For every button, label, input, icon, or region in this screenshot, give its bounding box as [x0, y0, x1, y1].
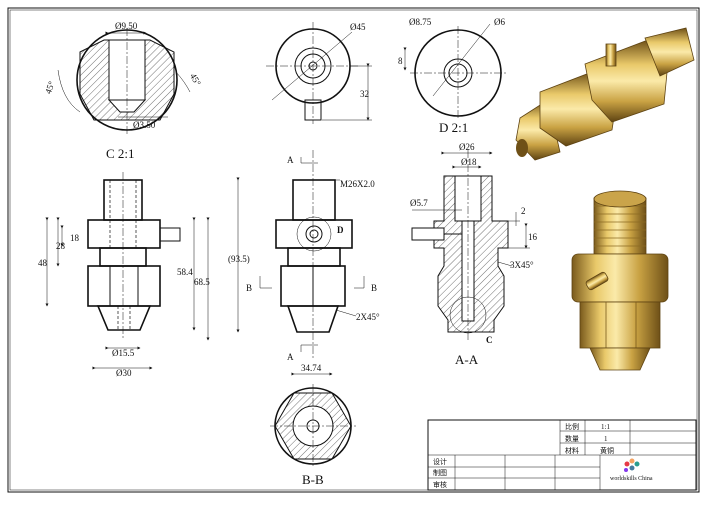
detail-d-dim-side: 8 [398, 56, 403, 66]
front-center-view: D A A B B M26X2.0 (93.5) 2X45° [228, 150, 380, 362]
fl-hex [87, 265, 161, 307]
fl-nozzle [159, 227, 181, 242]
aa-nozzle [411, 227, 445, 241]
fc-b-right-arrow [354, 276, 365, 289]
fl-dim-d155: Ø15.5 [112, 348, 135, 358]
fc-tip [286, 305, 340, 333]
bb-label: B-B [302, 472, 324, 487]
detail-d-dim-inner: Ø6 [494, 17, 505, 27]
tb-design-label: 设计 [433, 457, 447, 466]
fl-dim-d30: Ø30 [116, 368, 132, 378]
worldskills-logo: worldskills China [610, 458, 653, 482]
iso2-tip [589, 347, 651, 371]
fc-detail-d-circle [296, 216, 332, 252]
detail-c-view: Ø9.50 Ø3.50 45° 45° C 2:1 [43, 21, 203, 161]
detail-d-dim-outer: Ø8.75 [409, 17, 432, 27]
section-bb-view: 34.74 B-B [270, 363, 356, 487]
fc-nozzle-bore [309, 229, 319, 239]
fl-body [87, 219, 161, 249]
top-view-dim-dia: Ø45 [350, 22, 366, 32]
top-view-dim-height: 32 [360, 89, 369, 99]
aa-detail-c-circle [449, 296, 487, 334]
aa-dim-d57: Ø5.7 [410, 198, 428, 208]
aa-dim-16: 16 [528, 232, 538, 242]
aa-chamfer: 3X45° [510, 260, 534, 270]
fc-thread: M26X2.0 [340, 179, 375, 189]
fc-a-bottom-arrow [300, 344, 318, 352]
tb-qty-value: 1 [604, 435, 608, 443]
detail-d-view: Ø8.75 Ø6 8 D 2:1 [398, 17, 506, 135]
detail-c-angle-left: 45° [43, 79, 57, 95]
iso2-thread-top [593, 190, 647, 208]
top-view-dia-leader [271, 31, 353, 101]
fc-dim-935: (93.5) [228, 254, 250, 264]
detail-c-cone [107, 99, 147, 113]
fc-b-left-arrow [259, 276, 272, 289]
bb-dim-width: 34.74 [301, 363, 322, 373]
tb-material-label: 材料 [565, 446, 579, 455]
detail-c-angle-right-arc [175, 71, 191, 93]
fc-chamfer-leader [335, 309, 357, 317]
fc-section-b-left: B [246, 283, 252, 293]
aa-dim-2: 2 [521, 206, 526, 216]
fc-a-top-arrow [300, 157, 318, 164]
detail-c-label: C 2:1 [106, 146, 135, 161]
fc-detail-d-mark: D [337, 225, 344, 235]
iso2-body [571, 253, 669, 303]
iso-render-top [515, 27, 695, 161]
fc-section-a-bottom: A [287, 352, 294, 362]
tb-draw-label: 制图 [433, 468, 447, 477]
tb-review-label: 审核 [433, 480, 447, 489]
iso1-tip-end [516, 139, 528, 157]
aa-chamfer-leader [497, 261, 513, 267]
fc-section-a-top: A [287, 155, 294, 165]
section-aa-view: C Ø26 Ø18 Ø5.7 2 16 3X45° A-A [410, 142, 538, 367]
iso1-nozzle [605, 43, 617, 67]
aa-dim-d18: Ø18 [461, 157, 477, 167]
inner-border [9, 9, 698, 491]
fl-dim-48: 48 [38, 258, 48, 268]
iso-render-bottom [571, 190, 669, 371]
fc-nozzle-ring [305, 225, 323, 243]
tb-scale-label: 比例 [565, 422, 579, 431]
detail-d-outer-leader [432, 23, 491, 97]
fl-tip [96, 305, 152, 331]
iso2-nozzle [585, 271, 609, 291]
aa-label: A-A [455, 352, 479, 367]
fl-dim-18: 18 [70, 233, 80, 243]
fl-dim-685: 68.5 [194, 277, 210, 287]
tb-qty-label: 数量 [565, 434, 579, 443]
fc-section-b-right: B [371, 283, 377, 293]
tb-scale-value: 1:1 [601, 423, 610, 431]
front-left-view: 18 28 48 58.4 68.5 Ø15.5 Ø30 [38, 172, 210, 378]
detail-d-label: D 2:1 [439, 120, 468, 135]
detail-c-dim-bottom: Ø3.50 [133, 120, 156, 130]
top-view: Ø45 32 [266, 22, 372, 124]
fl-dim-28: 28 [56, 241, 66, 251]
fc-top-stem [292, 179, 336, 221]
aa-detail-c-mark: C [486, 335, 493, 345]
detail-c-angle-right: 45° [188, 72, 203, 88]
fc-neck [287, 247, 341, 267]
title-block: 比例 1:1 数量 1 材料 黄铜 设计 制图 审核 worldskills C… [427, 419, 697, 491]
iso1-thread [644, 27, 695, 77]
iso2-hex [579, 301, 661, 349]
detail-c-dim-top: Ø9.50 [115, 21, 138, 31]
tb-material-value: 黄铜 [600, 446, 614, 455]
fc-chamfer: 2X45° [356, 312, 380, 322]
fl-dim-584: 58.4 [177, 267, 193, 277]
logo-text: worldskills China [610, 476, 653, 482]
aa-dim-d26: Ø26 [459, 142, 475, 152]
outer-border [7, 7, 700, 493]
detail-c-angle-left-arc [57, 69, 81, 113]
